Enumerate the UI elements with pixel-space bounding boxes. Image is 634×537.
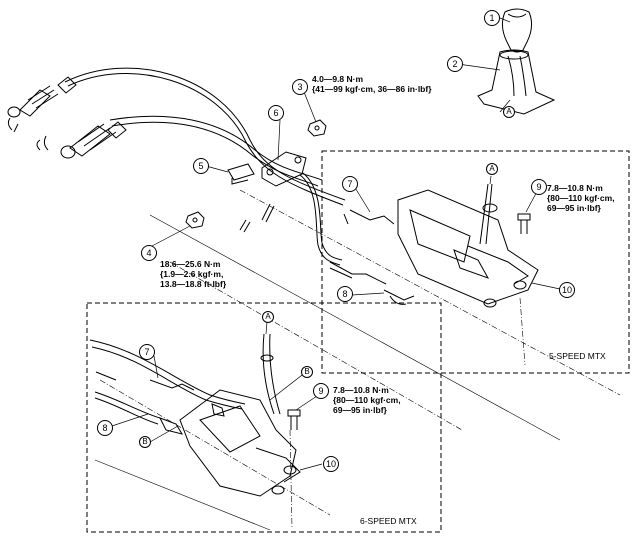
torque-part3-line2: {41—99 kgf·cm, 36—86 in·lbf} <box>312 84 432 94</box>
callout-1: 1 <box>484 10 500 26</box>
cable-end-lower <box>36 121 127 159</box>
callout-7-bot: 7 <box>139 344 155 360</box>
part4-nut <box>185 211 205 229</box>
torque-part9-top: 7.8—10.8 N·m {80—110 kgf·cm, 69—95 in·lb… <box>547 183 615 213</box>
callout-8-bot: 8 <box>97 420 113 436</box>
torque-part3: 4.0—9.8 N·m {41—99 kgf·cm, 36—86 in·lbf} <box>312 74 432 94</box>
six-speed-cables <box>89 339 246 425</box>
callout-a-bot: A <box>262 311 274 323</box>
callout-b-lever: B <box>301 366 313 378</box>
torque-part4-line1: 18.6—25.6 N·m <box>160 259 221 269</box>
torque-part9-top-line1: 7.8—10.8 N·m <box>547 183 603 193</box>
part5-clip <box>227 163 255 185</box>
torque-part9-bot-line3: 69—95 in·lbf} <box>333 405 387 415</box>
callout-8-top: 8 <box>337 286 353 302</box>
studs <box>239 203 275 233</box>
torque-part3-line1: 4.0—9.8 N·m <box>312 74 364 84</box>
cable-end-upper <box>7 76 77 133</box>
shift-boot <box>477 49 556 115</box>
torque-part9-bot-line1: 7.8—10.8 N·m <box>333 385 389 395</box>
callout-7-top: 7 <box>342 176 358 192</box>
torque-part9-bot: 7.8—10.8 N·m {80—110 kgf·cm, 69—95 in·lb… <box>333 385 401 415</box>
torque-part9-bot-line2: {80—110 kgf·cm, <box>333 395 401 405</box>
five-speed-label: 5-SPEED MTX <box>549 351 606 361</box>
torque-part4: 18.6—25.6 N·m {1.9—2.6 kgf·m, 13.8—18.8 … <box>160 259 226 289</box>
callout-9-bot: 9 <box>313 383 329 399</box>
torque-part9-top-line2: {80—110 kgf·cm, <box>547 193 615 203</box>
five-speed-bolt <box>517 213 531 234</box>
floor-lines <box>94 214 561 531</box>
reference-lines <box>99 189 621 529</box>
six-speed-label: 6-SPEED MTX <box>360 516 417 526</box>
callout-2: 2 <box>447 56 463 72</box>
callout-a-knob: A <box>503 106 515 118</box>
callout-5: 5 <box>193 158 209 174</box>
torque-part9-top-line3: 69—95 in·lbf} <box>547 203 601 213</box>
five-speed-box <box>321 150 630 374</box>
six-speed-box <box>86 302 442 533</box>
torque-part4-line2: {1.9—2.6 kgf·m, <box>160 269 224 279</box>
six-speed-shifter <box>95 333 301 497</box>
part3-nut <box>307 119 327 137</box>
upper-cables <box>64 67 346 266</box>
callout-b-cable: B <box>139 436 151 448</box>
part6-bracket <box>261 151 307 187</box>
shift-knob <box>501 8 533 53</box>
callout-4: 4 <box>141 245 157 261</box>
callout-10-bot: 10 <box>323 456 339 472</box>
callout-6: 6 <box>268 105 284 121</box>
five-speed-shifter <box>329 183 539 308</box>
callout-10-top: 10 <box>559 282 575 298</box>
six-speed-bolt <box>287 409 301 430</box>
callout-9-top: 9 <box>531 179 547 195</box>
callout-a-top: A <box>486 163 498 175</box>
torque-part4-line3: 13.8—18.8 ft·lbf} <box>160 279 227 289</box>
callout-3: 3 <box>292 79 308 95</box>
